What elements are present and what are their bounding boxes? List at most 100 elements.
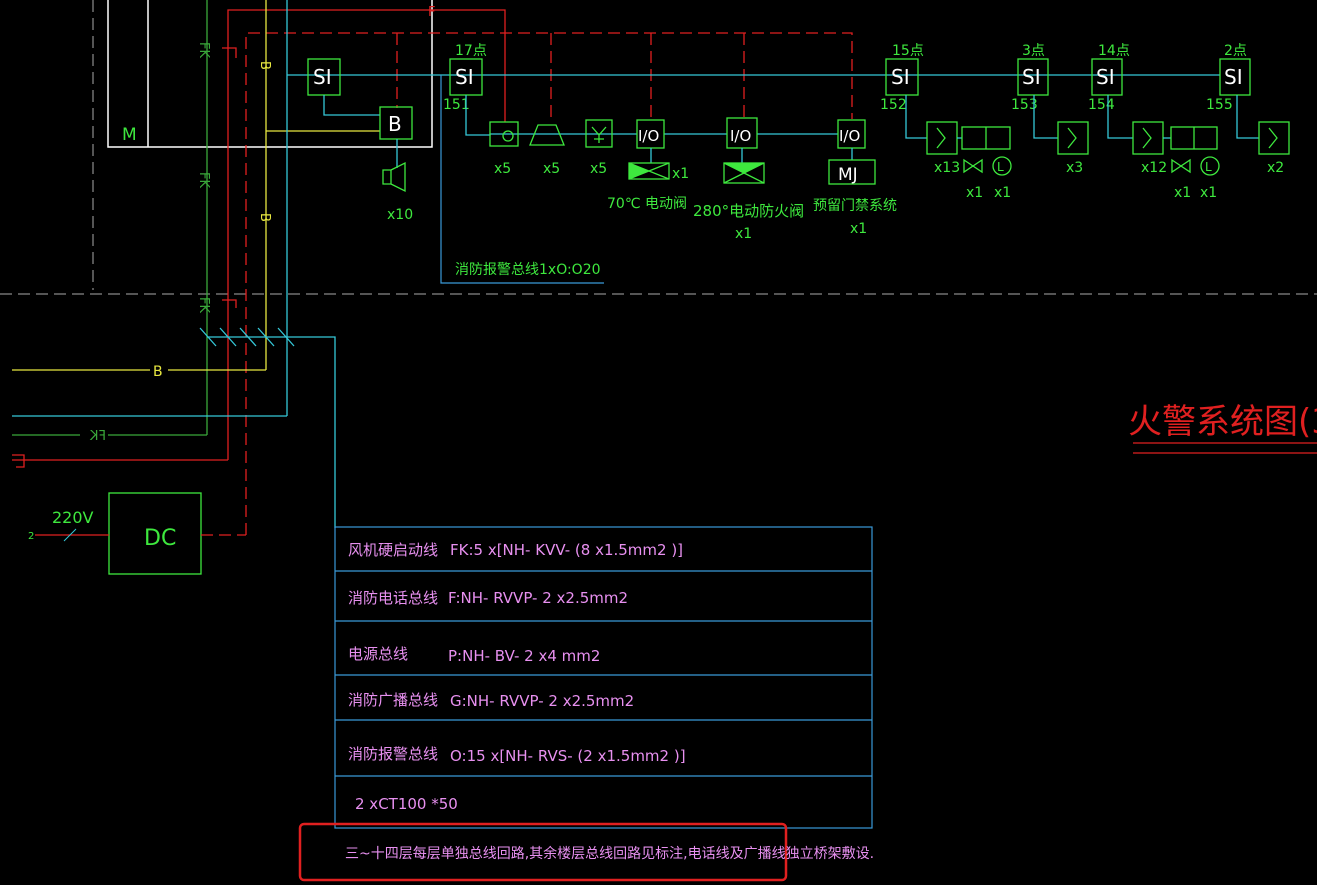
svg-text:SI: SI: [1022, 65, 1041, 89]
si-module-155: 2点 SI 155 x2: [1206, 43, 1290, 176]
svg-text:x5: x5: [494, 161, 511, 177]
signal-valve-icon: [1171, 158, 1191, 174]
speaker-icon: [382, 161, 406, 193]
svg-text:L: L: [997, 160, 1004, 174]
svg-text:x2: x2: [1267, 160, 1284, 176]
si-module-153: 3点 SI 153 x3: [1011, 43, 1089, 176]
smoke-detector-icon: [1132, 121, 1164, 155]
si-module-151: 17点 SI 151 x5 x5 x5 I/O I/O I/O x1 70℃ 电…: [443, 43, 897, 242]
alarm-bus-label: 消防报警总线1xO:O20: [455, 262, 601, 278]
phone-jack-icon: [222, 299, 237, 308]
si-module: SI: [307, 58, 380, 116]
svg-text:SI: SI: [1224, 65, 1243, 89]
wire-count-marks: [199, 327, 295, 347]
flow-switch-icon: [1200, 156, 1220, 176]
svg-text:3点: 3点: [1022, 43, 1045, 59]
flow-switch-icon: [992, 156, 1012, 176]
broadcast-label: B: [257, 213, 272, 222]
svg-text:153: 153: [1011, 97, 1038, 113]
hydrant-button-icon: [529, 124, 565, 146]
svg-text:x13: x13: [934, 160, 960, 176]
svg-text:17点: 17点: [455, 43, 487, 59]
alarm-bus-branch: [440, 75, 604, 284]
speaker-count: x10: [387, 207, 413, 223]
smoke-detector-icon: [1057, 121, 1089, 155]
svg-text:152: 152: [880, 97, 907, 113]
table-row-name: 风机硬启动线: [348, 541, 438, 559]
table-row-name: 消防广播总线: [348, 691, 438, 709]
fk-label: FK: [90, 429, 106, 444]
access-control-box: [828, 159, 876, 185]
broadcast-module: B x10: [379, 106, 413, 223]
table-row-name: 电源总线: [348, 645, 408, 663]
svg-text:x12: x12: [1141, 160, 1167, 176]
svg-text:x1: x1: [735, 226, 752, 242]
valve-70-icon: [628, 162, 670, 180]
svg-text:I/O: I/O: [839, 127, 860, 145]
svg-text:220V: 220V: [52, 508, 94, 527]
svg-text:SI: SI: [455, 65, 474, 89]
table-row-name: 消防电话总线: [348, 589, 438, 607]
svg-text:154: 154: [1088, 97, 1115, 113]
broadcast-label: B: [257, 61, 272, 70]
signal-valve-icon: [963, 158, 983, 174]
svg-text:14点: 14点: [1098, 43, 1130, 59]
power-line: [245, 32, 853, 535]
svg-text:15点: 15点: [892, 43, 924, 59]
dc-power-supply: DC 220V 2: [28, 492, 246, 575]
broadcast-label: B: [153, 364, 163, 380]
svg-text:x3: x3: [1066, 160, 1083, 176]
svg-text:155: 155: [1206, 97, 1233, 113]
table-row-spec: FK:5 x[NH- KVV- (8 x1.5mm2 )]: [450, 541, 683, 559]
cable-legend-table: 风机硬启动线 FK:5 x[NH- KVV- (8 x1.5mm2 )] 消防电…: [334, 526, 873, 829]
table-row-spec: O:15 x[NH- RVS- (2 x1.5mm2 )]: [450, 747, 686, 765]
panel-label: M: [122, 125, 137, 145]
table-row-name: 消防报警总线: [348, 745, 438, 763]
svg-text:MJ: MJ: [838, 165, 858, 185]
svg-text:x5: x5: [590, 161, 607, 177]
svg-text:151: 151: [443, 97, 470, 113]
phone-label: F: [428, 5, 435, 20]
note-text: 三~十四层每层单独总线回路,其余楼层总线回路见标注,电话线及广播线独立桥架敷设.: [345, 845, 874, 862]
manual-alarm-icon: [489, 121, 519, 147]
valve-280-icon: [723, 162, 765, 184]
phone-jack-icon: [222, 47, 237, 58]
bell-icon: [585, 119, 613, 148]
si-module-154: 14点 SI 154 L x12 x1 x1: [1088, 43, 1220, 201]
drawing-title: 火警系统图(3): [1128, 402, 1317, 442]
svg-text:预留门禁系统: 预留门禁系统: [813, 198, 897, 214]
svg-text:x1: x1: [1200, 185, 1217, 201]
note-highlight-box: [298, 822, 788, 882]
bus-to-table: [207, 336, 336, 528]
svg-text:2: 2: [28, 531, 34, 542]
svg-text:x1: x1: [1174, 185, 1191, 201]
si-module-152: 15点 SI 152 L x13 x1 x1: [880, 43, 1012, 201]
fk-label: FK: [196, 297, 211, 313]
fk-label: FK: [196, 172, 211, 188]
svg-text:x1: x1: [994, 185, 1011, 201]
svg-text:x1: x1: [966, 185, 983, 201]
svg-text:x1: x1: [850, 221, 867, 237]
svg-text:B: B: [388, 112, 402, 136]
smoke-detector-icon: [1258, 121, 1290, 155]
svg-text:SI: SI: [1096, 65, 1115, 89]
smoke-detector-icon: [926, 121, 958, 155]
svg-text:280°电动防火阀: 280°电动防火阀: [693, 202, 804, 220]
control-panel: M: [107, 0, 433, 148]
svg-text:x1: x1: [672, 166, 689, 182]
svg-text:70℃ 电动阀: 70℃ 电动阀: [607, 196, 687, 212]
phone-line: [227, 9, 506, 460]
svg-text:SI: SI: [891, 65, 910, 89]
svg-text:SI: SI: [313, 65, 332, 89]
svg-text:L: L: [1205, 160, 1212, 174]
table-row-spec: P:NH- BV- 2 x4 mm2: [448, 647, 600, 665]
table-row-spec: 2 xCT100 *50: [355, 795, 458, 813]
fk-label: FK: [196, 42, 211, 58]
table-row-spec: F:NH- RVVP- 2 x2.5mm2: [448, 589, 628, 607]
svg-text:I/O: I/O: [730, 127, 751, 145]
svg-text:DC: DC: [144, 526, 176, 551]
table-row-spec: G:NH- RVVP- 2 x2.5mm2: [450, 692, 634, 710]
svg-text:I/O: I/O: [638, 127, 659, 145]
svg-text:x5: x5: [543, 161, 560, 177]
